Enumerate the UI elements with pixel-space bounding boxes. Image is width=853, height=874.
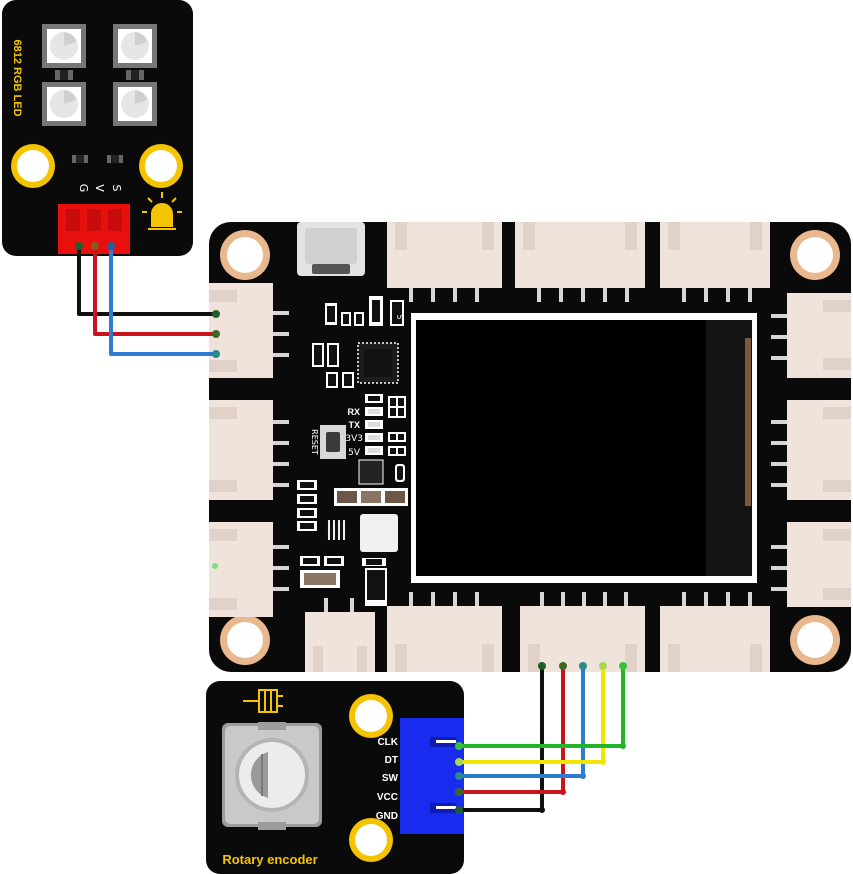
lcd-display [411,313,757,583]
led-module-title: 6812 RGB LED [11,39,23,116]
led-chip-1 [42,24,86,68]
led-module: 6812 RGB LED [2,0,193,256]
connector-left-3 [209,522,289,617]
inductor [360,514,398,552]
label-tx: TX [348,420,360,430]
connector-right-3 [771,522,851,607]
mcu-chip [357,342,399,384]
connector-right-2 [771,400,851,500]
connector-top-3 [660,222,770,302]
wires-led [77,244,218,356]
light-bulb-icon [142,192,182,230]
label-reset: RESET [310,429,319,455]
connector-top-1 [387,222,502,302]
encoder-module: CLK DT SW VCC GND Rotary encoder [206,681,464,874]
led-pin-label-g: G [77,184,90,193]
reset-button[interactable] [320,425,346,459]
encoder-pin-label-gnd: GND [376,811,398,822]
rotary-knob[interactable] [222,722,322,830]
led-pin-label-v: V [93,184,106,192]
label-5v: 5V [348,448,361,458]
encoder-icon [243,689,283,713]
wire-led-gnd [77,244,218,316]
wires-encoder [457,664,625,812]
connector-bottom-1 [305,598,375,672]
label-3v3: 3V3 [345,434,363,444]
wire-led-vcc [93,244,218,336]
encoder-pin-label-sw: SW [382,773,399,784]
wire-encoder-vcc [457,664,565,794]
connector-left-1 [209,283,289,378]
usb-c-port [297,222,365,276]
wire-encoder-gnd [457,664,544,812]
connector-top-2 [515,222,645,302]
encoder-module-title: Rotary encoder [222,852,317,867]
led-chip-4 [113,82,157,126]
label-rx: RX [347,407,360,417]
label-five: 5 [395,314,404,319]
connector-bottom-3 [520,592,645,672]
connector-bottom-2 [387,592,502,672]
encoder-pin-label-clk: CLK [377,737,398,748]
connector-right-1 [771,293,851,378]
encoder-pin-label-vcc: VCC [377,792,398,803]
encoder-header [400,718,464,834]
wire-led-signal [109,244,218,356]
wire-end-dots [75,242,627,814]
led-chip-3 [42,82,86,126]
led-pin-label-s: S [110,185,123,192]
encoder-pin-label-dt: DT [385,755,398,766]
controller-board: 5 RX TX 3V3 5V RESET [209,222,851,672]
led-chip-2 [113,24,157,68]
resistor-array [334,488,408,506]
connector-left-2 [209,400,289,500]
connector-bottom-4 [660,592,770,672]
